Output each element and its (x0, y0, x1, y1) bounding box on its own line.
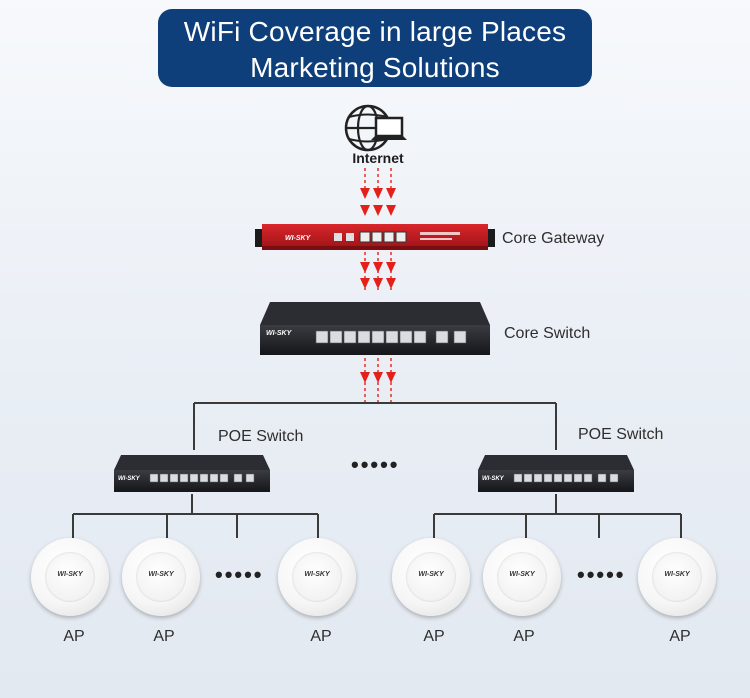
gateway-logo: WI-SKY (285, 235, 312, 242)
diagram-title-box: WiFi Coverage in large Places Marketing … (158, 9, 592, 87)
arrowheads-1 (360, 188, 396, 216)
poe-switch-right-device: WI-SKY (478, 455, 634, 492)
internet-label: Internet (352, 150, 404, 166)
laptop-icon (371, 116, 407, 140)
poe-left-logo: WI-SKY (118, 476, 141, 482)
ap-label: AP (63, 628, 85, 645)
ellipsis-left-aps: ••••• (215, 562, 264, 587)
poe-switch-right-label: POE Switch (578, 426, 664, 443)
core-gateway-label: Core Gateway (502, 230, 604, 247)
poe-switch-left-device: WI-SKY (114, 455, 270, 492)
ap-logo: WI-SKY (57, 571, 83, 578)
access-point-device: WI-SKY (278, 538, 356, 616)
arrowheads-2 (360, 262, 396, 289)
core-switch-logo: WI-SKY (266, 330, 293, 337)
ap-logo: WI-SKY (509, 571, 535, 578)
access-point-device: WI-SKY (392, 538, 470, 616)
ap-label: AP (310, 628, 332, 645)
access-point-device: WI-SKY (31, 538, 109, 616)
arrows-internet-to-gateway (364, 168, 392, 195)
ap-logo: WI-SKY (148, 571, 174, 578)
diagram-title-line2: Marketing Solutions (250, 52, 500, 83)
ap-logo: WI-SKY (304, 571, 330, 578)
access-point-device: WI-SKY (483, 538, 561, 616)
ap-lines-left (72, 494, 319, 538)
access-point-device: WI-SKY (638, 538, 716, 616)
ap-logo: WI-SKY (418, 571, 444, 578)
ellipsis-middle: ••••• (351, 452, 400, 477)
ap-label: AP (423, 628, 445, 645)
core-switch-device: WI-SKY (260, 302, 490, 355)
ap-lines-right (433, 494, 682, 538)
distribution-lines (193, 402, 557, 450)
arrows-switch-down (364, 358, 392, 403)
ap-logo: WI-SKY (664, 571, 690, 578)
access-point-device: WI-SKY (122, 538, 200, 616)
ellipsis-right-aps: ••••• (577, 562, 626, 587)
ap-label: AP (153, 628, 175, 645)
ap-label: AP (669, 628, 691, 645)
poe-switch-left-label: POE Switch (218, 428, 304, 445)
poe-right-logo: WI-SKY (482, 476, 505, 482)
ap-label: AP (513, 628, 535, 645)
arrowheads-3 (360, 372, 396, 383)
core-switch-label: Core Switch (504, 325, 590, 342)
diagram-title-line1: WiFi Coverage in large Places (183, 16, 567, 47)
core-gateway-device: WI-SKY (255, 224, 495, 250)
